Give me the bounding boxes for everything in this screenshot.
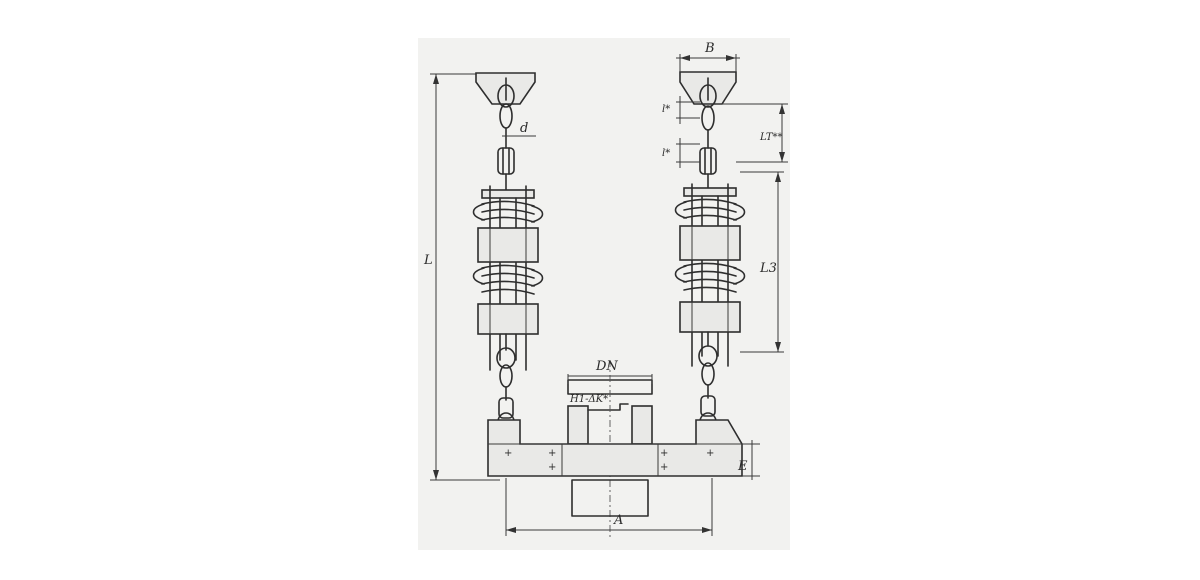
label-l-star-lower: l* <box>662 148 670 159</box>
dimension-l-star-lower: l* <box>662 138 700 168</box>
svg-text:+: + <box>706 448 714 459</box>
dimension-dn: DN <box>567 359 653 384</box>
label-d: d <box>520 121 528 136</box>
label-l3: L3 <box>759 261 777 276</box>
svg-text:+: + <box>660 462 668 473</box>
label-l: L <box>423 253 433 268</box>
label-dn: DN <box>595 359 618 374</box>
label-e: E <box>737 459 748 474</box>
dimension-l: L <box>423 73 505 481</box>
label-b: B <box>704 41 715 56</box>
svg-text:+: + <box>548 448 556 459</box>
top-bracket-left <box>475 72 536 105</box>
hanger-assembly-right <box>674 84 746 432</box>
pipe-clamp <box>567 360 653 540</box>
svg-text:+: + <box>548 462 556 473</box>
dimension-l-star-upper: l* <box>662 96 700 124</box>
dimension-a: A <box>505 478 713 536</box>
weld-note: H1-ΔK* <box>569 394 608 405</box>
dimension-d: d <box>502 121 536 137</box>
svg-text:+: + <box>504 448 512 459</box>
dimension-l3: L3 <box>740 171 784 353</box>
bottom-beam: + + + + + + <box>487 419 743 477</box>
label-weld-note: H1-ΔK* <box>569 394 608 405</box>
dimension-b: B <box>676 41 740 72</box>
dimension-e: E <box>737 440 760 480</box>
svg-text:+: + <box>660 448 668 459</box>
hanger-assembly-left <box>472 84 544 432</box>
label-lt: LT** <box>759 132 783 143</box>
label-l-star-upper: l* <box>662 104 670 115</box>
top-bracket-right <box>679 71 737 105</box>
label-a: A <box>613 513 623 528</box>
dimension-lt: LT** <box>716 103 788 163</box>
